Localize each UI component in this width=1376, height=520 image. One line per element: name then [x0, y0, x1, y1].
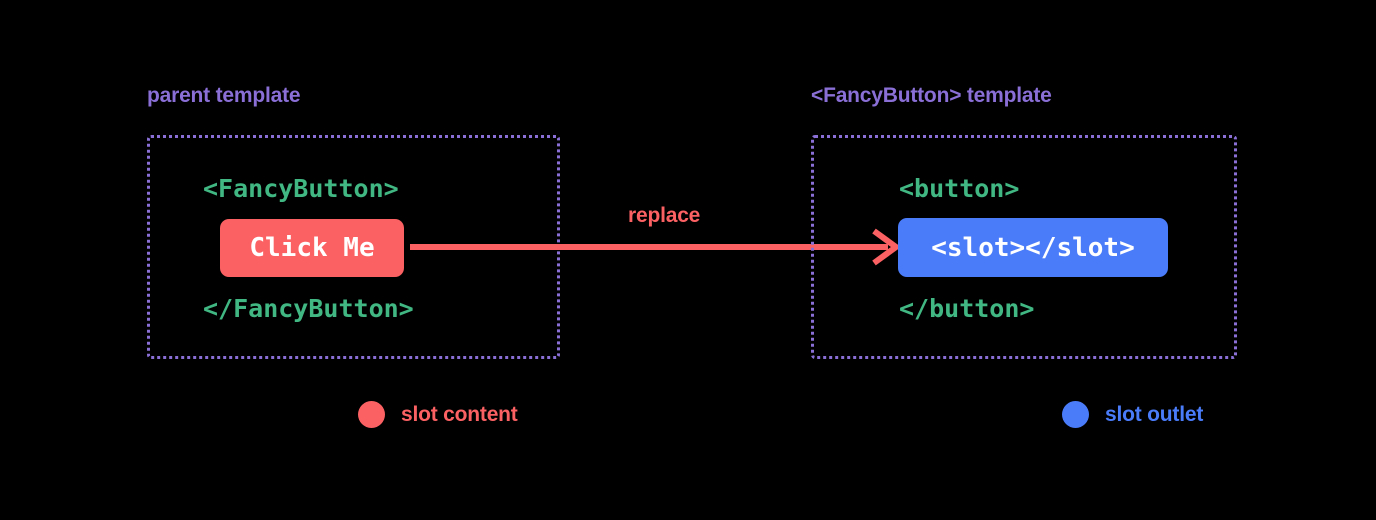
legend-label-slot-outlet: slot outlet	[1105, 402, 1204, 426]
parent-close-tag: </FancyButton>	[203, 294, 414, 323]
arrow-label-replace: replace	[628, 204, 701, 227]
parent-open-tag: <FancyButton>	[203, 174, 399, 203]
parent-template-heading: parent template	[147, 84, 301, 107]
arrow-head-icon	[872, 228, 902, 266]
fancybutton-template-panel	[811, 135, 1237, 359]
legend-label-slot-content: slot content	[401, 402, 518, 426]
slot-outlet-chip[interactable]: <slot></slot>	[898, 218, 1168, 277]
legend-item-slot-outlet: slot outlet	[1062, 401, 1203, 428]
slot-content-chip[interactable]: Click Me	[220, 219, 404, 277]
legend-swatch-slot-outlet-icon	[1062, 401, 1089, 428]
fancybutton-close-tag: </button>	[899, 294, 1035, 323]
fancybutton-open-tag: <button>	[899, 174, 1020, 203]
replace-arrow	[410, 228, 902, 266]
legend-swatch-slot-content-icon	[358, 401, 385, 428]
legend-item-slot-content: slot content	[358, 401, 518, 428]
fancybutton-template-heading: <FancyButton> template	[811, 84, 1052, 107]
